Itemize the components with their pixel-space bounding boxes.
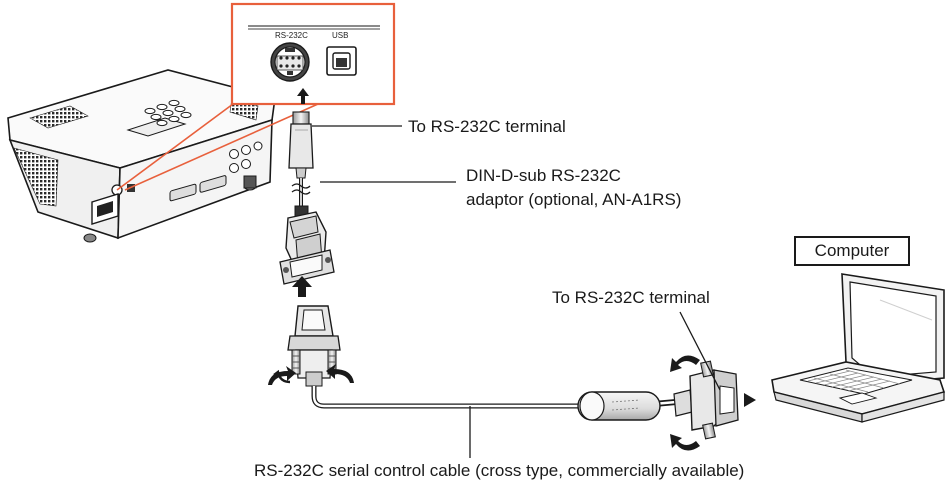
label-adaptor-line2: adaptor (optional, AN-A1RS) xyxy=(466,190,682,209)
computer-side-connector xyxy=(670,355,756,451)
arrow-up-icon xyxy=(292,276,312,297)
label-to-projector-terminal: To RS-232C terminal xyxy=(408,117,566,136)
rotate-arrow-icon xyxy=(273,369,291,384)
arrow-up-icon xyxy=(297,88,309,104)
din-plug xyxy=(288,88,314,206)
rotate-arrow-icon xyxy=(670,434,700,451)
port-label-rs232c: RS-232C xyxy=(275,31,308,40)
rotate-arrow-icon xyxy=(268,366,296,385)
arrow-right-icon xyxy=(744,393,756,407)
cable-break-mark xyxy=(291,183,311,195)
computer-label-box: Computer xyxy=(794,236,910,266)
din-port xyxy=(270,42,310,82)
control-buttons xyxy=(126,99,192,137)
label-serial-cable: RS-232C serial control cable (cross type… xyxy=(254,461,745,480)
top-vent xyxy=(29,105,89,129)
cable-dsub-plug xyxy=(268,305,354,387)
front-vent xyxy=(13,147,59,207)
label-adaptor-line1: DIN-D-sub RS-232C xyxy=(466,166,621,185)
rs232c-adaptor xyxy=(279,205,335,285)
leader-lines xyxy=(312,125,721,458)
port-label-usb: USB xyxy=(332,31,349,40)
label-computer: Computer xyxy=(814,241,890,260)
port-callout xyxy=(116,2,396,191)
rotate-arrow-icon xyxy=(670,355,700,372)
rotate-arrow-icon xyxy=(326,364,354,383)
laptop xyxy=(771,273,946,423)
ferrite-core xyxy=(577,391,661,421)
projector xyxy=(7,69,276,243)
label-to-computer-terminal: To RS-232C terminal xyxy=(552,288,710,307)
leader-computer-terminal xyxy=(679,311,721,391)
usb-port xyxy=(326,46,357,76)
